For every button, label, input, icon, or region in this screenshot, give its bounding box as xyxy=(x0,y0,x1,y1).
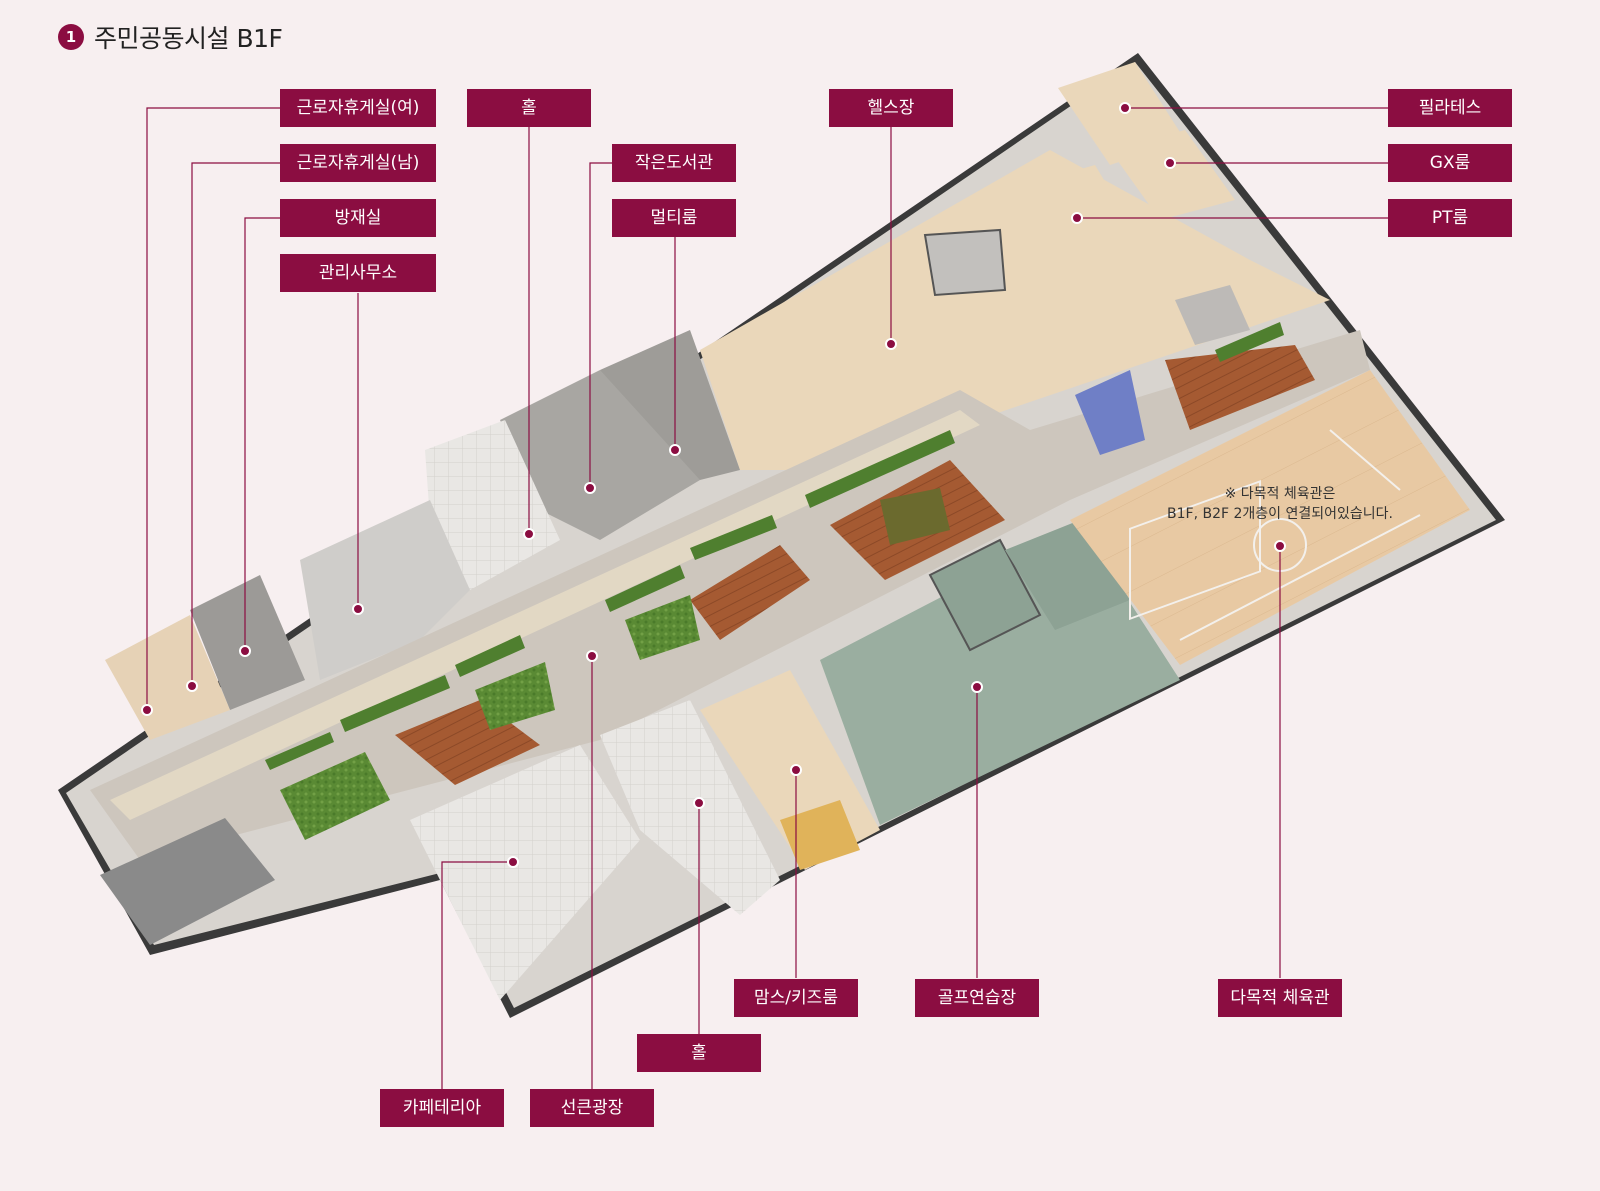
label-rest-men: 근로자휴게실(남) xyxy=(280,144,436,182)
deck-4 xyxy=(1165,345,1315,430)
label-small-library: 작은도서관 xyxy=(612,144,736,182)
flower-bed xyxy=(1075,370,1145,455)
section-header: 1 주민공동시설 B1F xyxy=(58,20,283,54)
hall-top-floor xyxy=(425,420,560,590)
label-hall-bottom: 홀 xyxy=(637,1034,761,1072)
planter-2 xyxy=(625,595,700,660)
label-management-office: 관리사무소 xyxy=(280,254,436,292)
label-pt-room: PT룸 xyxy=(1388,199,1512,237)
planter-1 xyxy=(475,662,555,730)
hedge-3 xyxy=(455,635,525,677)
stair-void xyxy=(100,818,275,945)
gym-note-line1: ※ 다목적 체육관은 xyxy=(1224,486,1336,502)
hall-bottom-floor xyxy=(600,700,780,915)
hedge-7 xyxy=(1215,322,1284,362)
label-fitness: 헬스장 xyxy=(829,89,953,127)
corridor-path xyxy=(110,410,980,820)
fitness-floor xyxy=(700,150,1330,470)
label-disaster-room: 방재실 xyxy=(280,199,436,237)
gym-floor xyxy=(1070,370,1470,665)
gx-floor xyxy=(1110,130,1235,220)
label-sunken-plaza: 선큰광장 xyxy=(530,1089,654,1127)
gym-note-line2: B1F, B2F 2개층이 연결되어있습니다. xyxy=(1167,506,1393,522)
hedge-5 xyxy=(690,515,777,560)
label-cafeteria: 카페테리아 xyxy=(380,1089,504,1127)
hedge-4 xyxy=(605,565,685,612)
deck-2 xyxy=(690,545,810,640)
lawn xyxy=(280,752,390,840)
label-golf: 골프연습장 xyxy=(915,979,1039,1017)
label-moms-kids: 맘스/키즈룸 xyxy=(734,979,858,1017)
label-rest-women: 근로자휴게실(여) xyxy=(280,89,436,127)
hedge-1 xyxy=(265,732,334,770)
planter-3 xyxy=(880,488,950,545)
label-pilates: 필라테스 xyxy=(1388,89,1512,127)
cafeteria-floor xyxy=(410,745,640,1000)
section-title: 주민공동시설 B1F xyxy=(94,24,283,53)
gym-note: ※ 다목적 체육관은 B1F, B2F 2개층이 연결되어있습니다. xyxy=(1150,484,1410,524)
section-number-badge: 1 xyxy=(58,24,84,50)
label-gx-room: GX룸 xyxy=(1388,144,1512,182)
management-floor xyxy=(300,500,470,680)
label-gym: 다목적 체육관 xyxy=(1218,979,1342,1017)
golf-room-2 xyxy=(1005,520,1130,630)
golf-room-1 xyxy=(928,538,1042,652)
multi-room xyxy=(600,330,740,480)
label-multi-room: 멀티룸 xyxy=(612,199,736,237)
label-hall-top: 홀 xyxy=(467,89,591,127)
hedge-6 xyxy=(805,430,955,508)
stair-core xyxy=(923,228,1007,297)
stair-east xyxy=(1175,285,1250,345)
kids-mat xyxy=(780,800,860,870)
hedge-2 xyxy=(340,675,450,732)
